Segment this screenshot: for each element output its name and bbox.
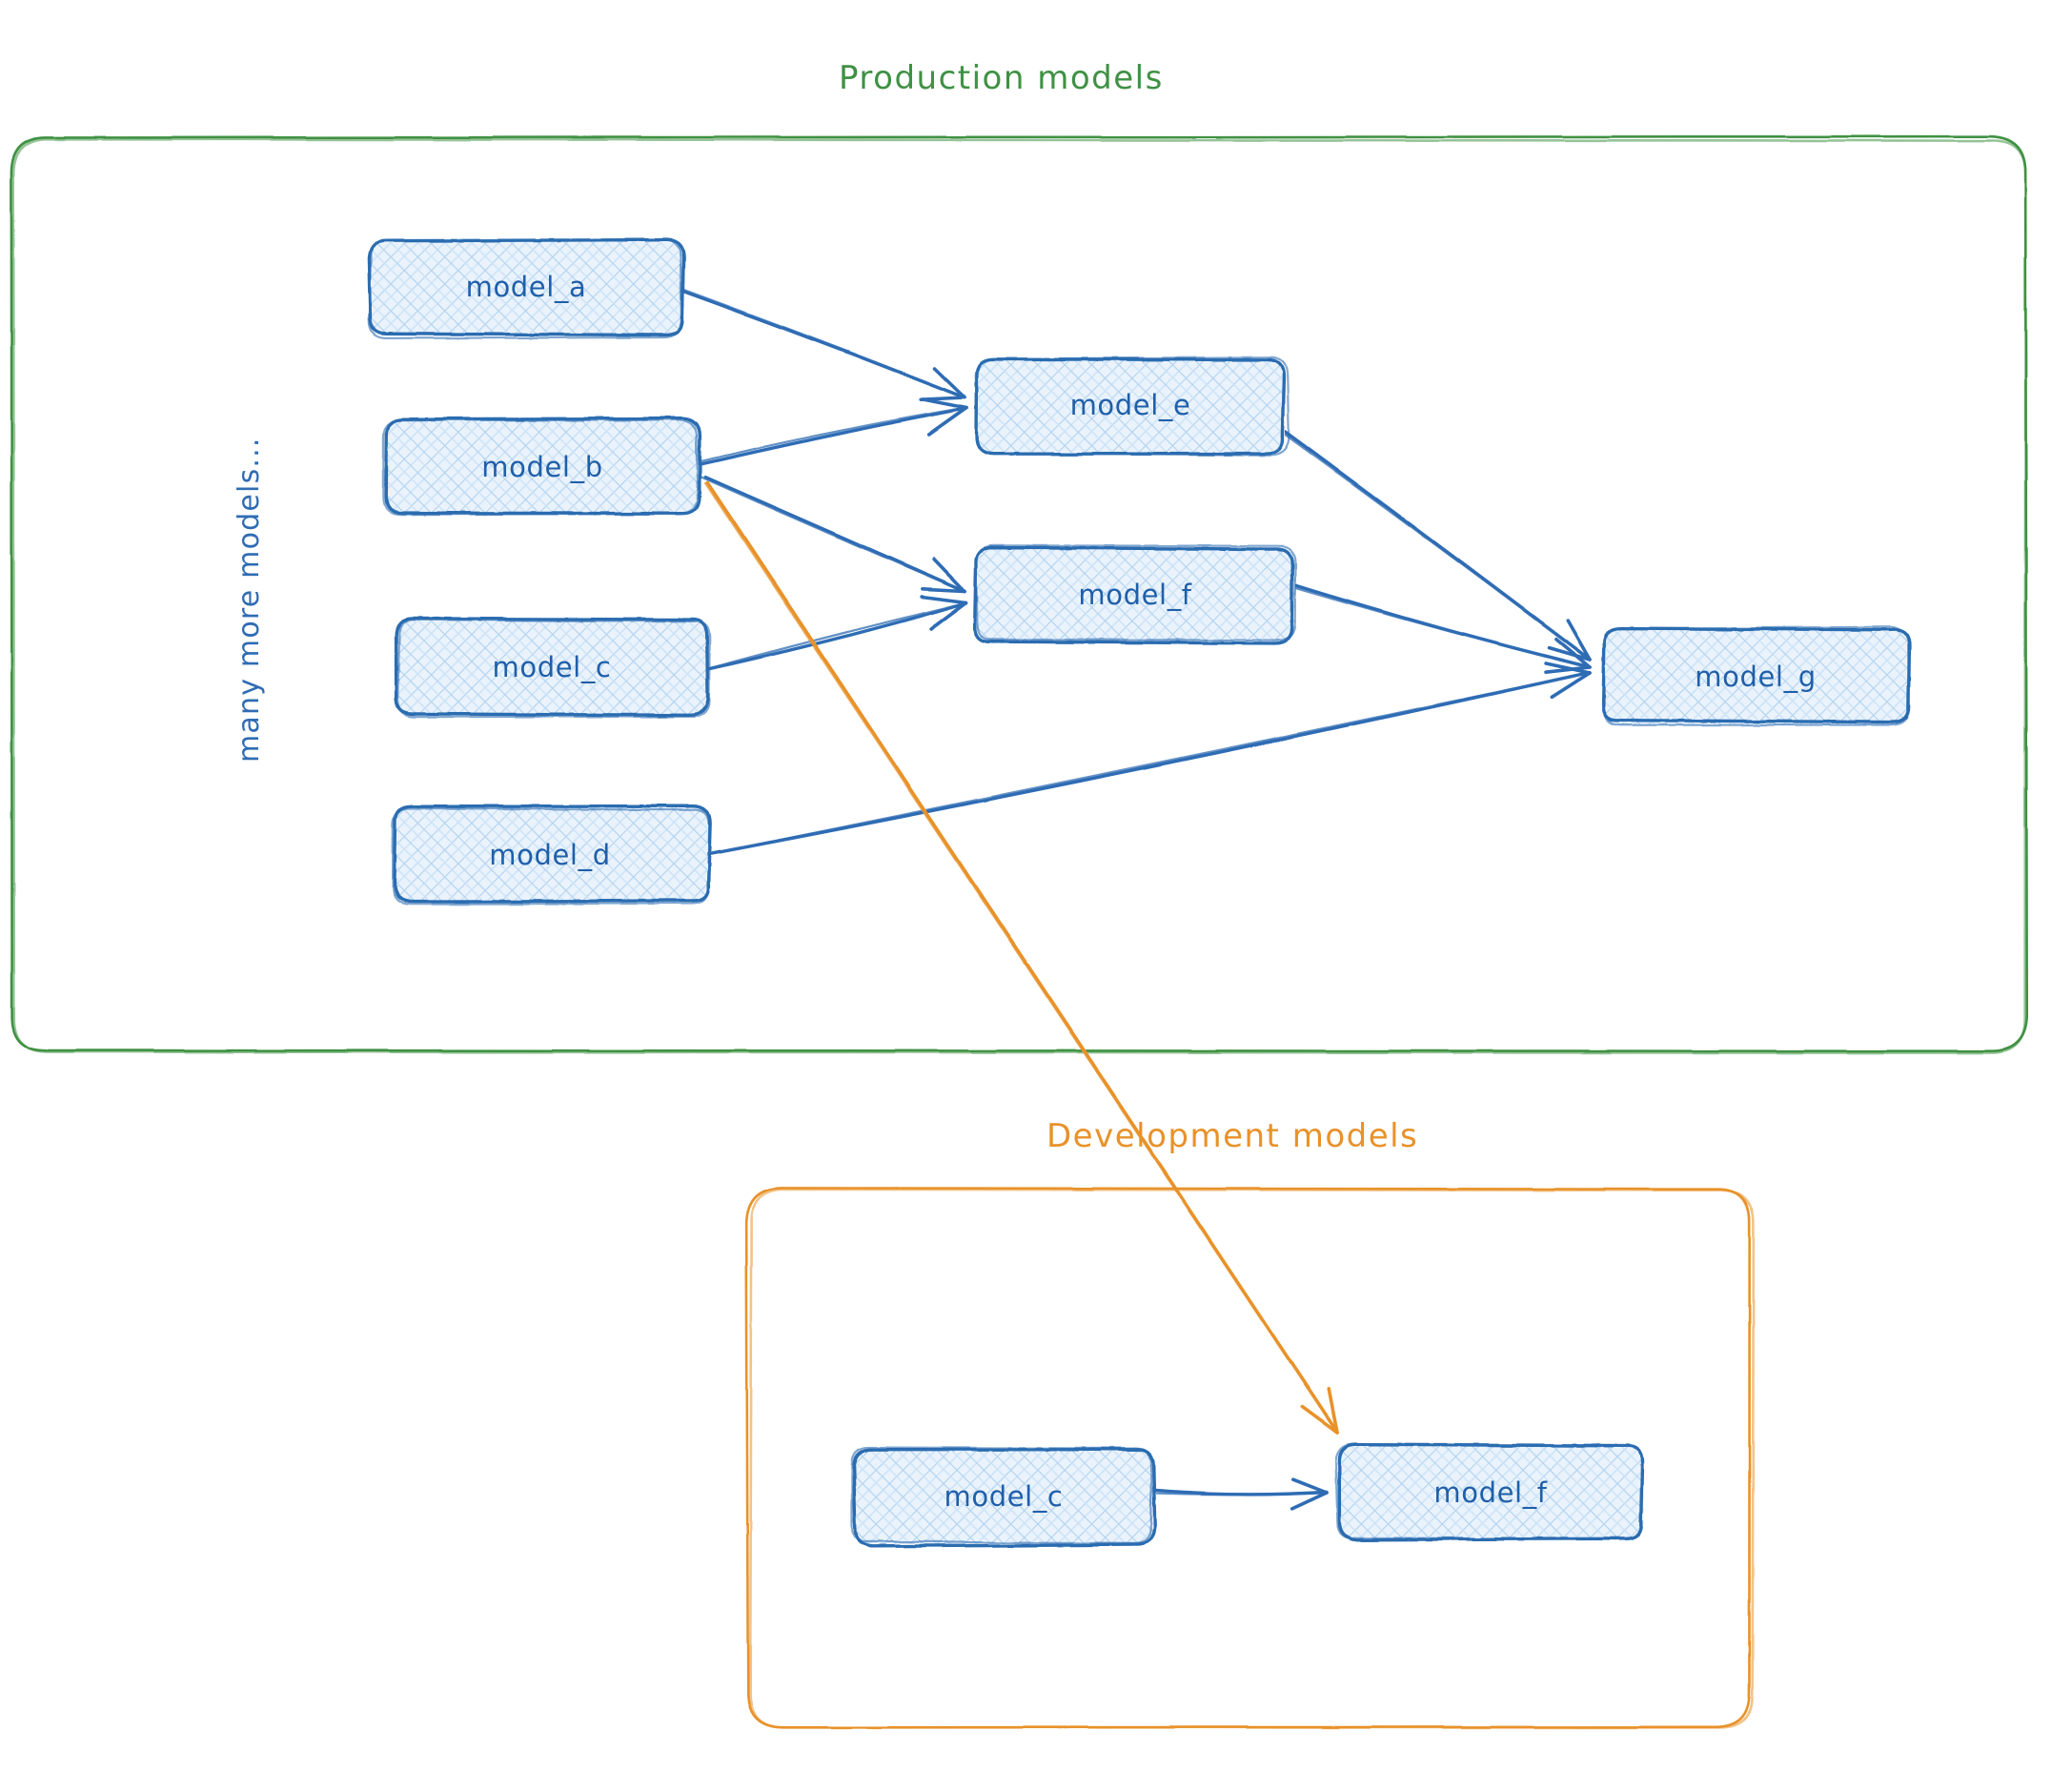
node-fill	[396, 619, 708, 715]
node-prod_model_b[interactable]	[382, 417, 701, 516]
node-fill	[1338, 1444, 1644, 1540]
edge-prod_model_b-to-prod_model_e	[699, 397, 968, 466]
node-fill	[976, 547, 1296, 644]
node-fill	[1602, 629, 1909, 725]
node-prod_model_d[interactable]	[391, 804, 712, 906]
many-more-models-note: many more models...	[233, 437, 266, 763]
node-fill	[975, 357, 1286, 454]
production-group-title: Production models	[839, 59, 1164, 97]
node-dev_model_c[interactable]	[850, 1446, 1157, 1549]
edge-prod_model_f-to-prod_model_g	[1293, 583, 1592, 674]
node-prod_model_f[interactable]	[972, 544, 1297, 645]
edge-dev_model_c-to-dev_model_f	[1154, 1477, 1329, 1511]
edge-prod_model_d-to-prod_model_g	[705, 662, 1592, 857]
node-fill	[392, 806, 708, 903]
node-prod_model_c[interactable]	[394, 617, 711, 719]
node-dev_model_f[interactable]	[1334, 1442, 1645, 1541]
group-container-production	[10, 134, 2029, 1054]
node-prod_model_g[interactable]	[1601, 625, 1912, 726]
node-fill	[369, 238, 682, 335]
node-fill	[853, 1448, 1153, 1544]
nodes-layer	[367, 237, 1912, 1549]
edge-prod_model_b-to-prod_model_f	[700, 476, 967, 593]
node-prod_model_e[interactable]	[974, 356, 1290, 457]
group-containers	[10, 134, 2029, 1729]
group-container-development	[744, 1187, 1756, 1729]
edges-layer	[680, 288, 1592, 1511]
development-group-title: Development models	[1046, 1117, 1419, 1155]
edge-prod_model_b-to-dev_model_f	[703, 480, 1339, 1435]
node-prod_model_a[interactable]	[367, 237, 685, 339]
edge-prod_model_c-to-prod_model_f	[706, 595, 968, 671]
edge-prod_model_a-to-prod_model_e	[680, 288, 966, 401]
node-fill	[385, 419, 701, 516]
edge-prod_model_e-to-prod_model_g	[1283, 430, 1592, 662]
